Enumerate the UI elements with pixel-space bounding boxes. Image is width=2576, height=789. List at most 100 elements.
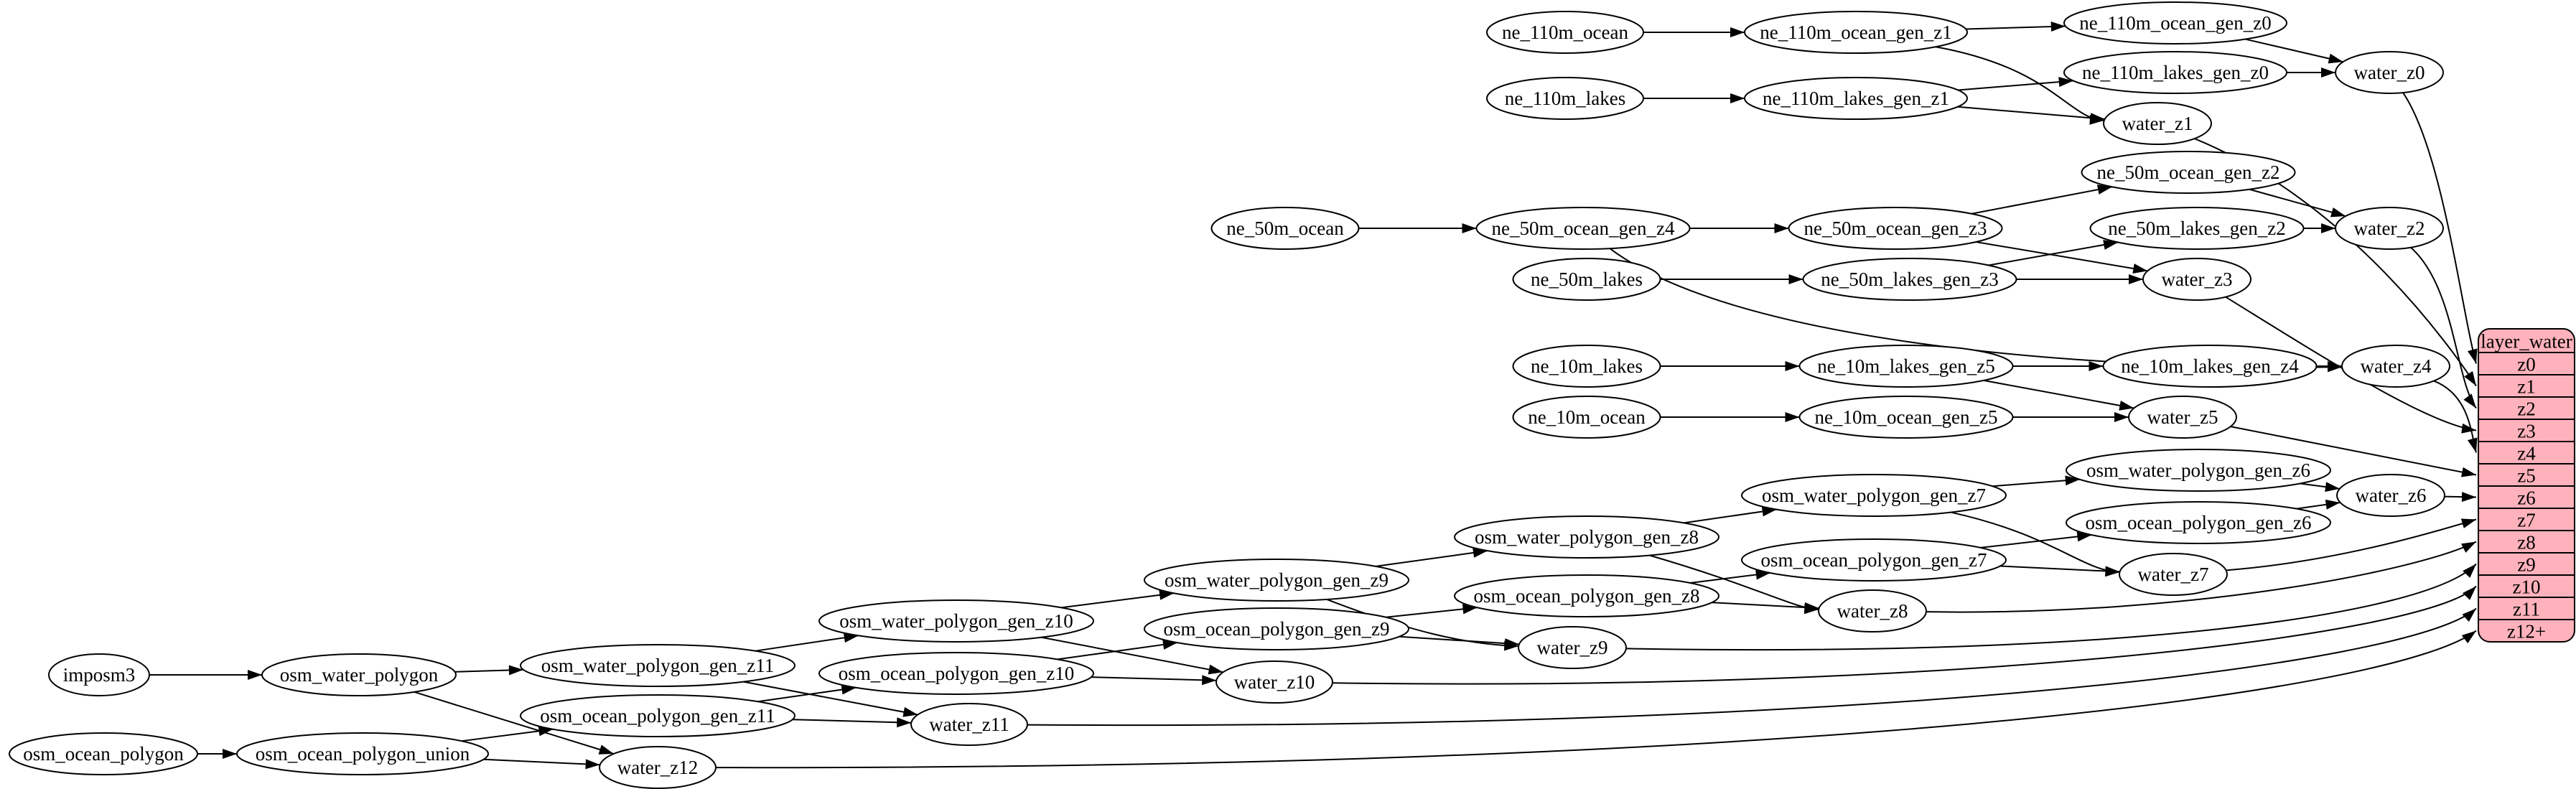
node-ellipse-ne_50m_ocean_gen_z4	[1475, 207, 1691, 250]
layer-water-record-title: layer_water	[2481, 331, 2572, 353]
layer-water-row-z4: z4	[2517, 443, 2536, 464]
node-layer: ne_110m_ocean ne_110m_ocean_gen_z1 ne_110m…	[9, 1, 2575, 789]
node-ellipse-ne_10m_lakes_gen_z4	[2102, 345, 2318, 388]
node-ellipse-water_z12	[599, 746, 717, 789]
node-water_z2: water_z2	[2335, 207, 2444, 250]
edge-ne_10m_lakes_gen_z5-to-water_z5	[1983, 379, 2134, 411]
node-water_z12: water_z12	[599, 746, 717, 789]
node-label-osm_water_polygon_gen_z11: osm_water_polygon_gen_z11	[541, 655, 774, 676]
edge-osm_ocean_polygon_union-to-water_z12	[483, 758, 600, 770]
node-label-ne_10m_lakes: ne_10m_lakes	[1531, 355, 1643, 377]
edge-osm_water_polygon_gen_z10-to-osm_water_polygon_gen_z9	[1060, 589, 1175, 609]
edge-water_z11-to-layer_water-z11	[1027, 607, 2477, 727]
node-label-water_z2: water_z2	[2354, 218, 2425, 239]
node-label-ne_50m_ocean_gen_z3: ne_50m_ocean_gen_z3	[1804, 218, 1987, 239]
edge-ne_110m_ocean_gen_z1-to-ne_110m_ocean_gen_z0	[1966, 22, 2066, 32]
node-ellipse-water_z1	[2103, 102, 2212, 145]
node-ne_50m_ocean: ne_50m_ocean	[1210, 207, 1360, 250]
edge-osm_ocean_polygon_gen_z9-to-water_z9	[1399, 635, 1520, 649]
node-label-ne_110m_lakes: ne_110m_lakes	[1505, 88, 1625, 109]
edge-ne_50m_ocean_gen_z3-to-water_z3	[1976, 241, 2148, 274]
layer-water-row-z9: z9	[2517, 554, 2535, 576]
node-ellipse-ne_10m_lakes	[1512, 345, 1661, 388]
layer-water-row-z0: z0	[2517, 354, 2535, 375]
edge-osm_ocean_polygon_gen_z8-to-osm_ocean_polygon_gen_z7	[1690, 569, 1770, 584]
node-ne_50m_lakes_gen_z2: ne_50m_lakes_gen_z2	[2089, 207, 2305, 250]
node-ne_110m_ocean_gen_z0: ne_110m_ocean_gen_z0	[2063, 1, 2287, 45]
node-ellipse-osm_water_polygon_gen_z10	[818, 599, 1094, 643]
node-label-water_z1: water_z1	[2122, 113, 2193, 134]
edge-water_z8-to-layer_water-z8	[1926, 541, 2477, 613]
node-label-water_z7: water_z7	[2138, 564, 2209, 585]
node-ellipse-water_z7	[2119, 553, 2228, 596]
node-osm_ocean_polygon_gen_z6: osm_ocean_polygon_gen_z6	[2066, 501, 2331, 544]
node-label-ne_10m_ocean: ne_10m_ocean	[1528, 406, 1646, 428]
node-label-osm_ocean_polygon_gen_z11: osm_ocean_polygon_gen_z11	[540, 705, 775, 727]
node-ellipse-osm_water_polygon	[261, 653, 457, 696]
node-label-osm_water_polygon_gen_z9: osm_water_polygon_gen_z9	[1165, 569, 1389, 591]
layer-water-record: layer_waterz0z1z2z3z4z5z6z7z8z9z10z11z12…	[2478, 328, 2575, 643]
node-ne_10m_lakes_gen_z4: ne_10m_lakes_gen_z4	[2102, 345, 2318, 388]
layer-water-row-z12+: z12+	[2507, 621, 2546, 643]
node-label-ne_50m_lakes_gen_z2: ne_50m_lakes_gen_z2	[2108, 218, 2285, 239]
node-ne_110m_ocean: ne_110m_ocean	[1486, 11, 1644, 54]
node-water_z0: water_z0	[2335, 51, 2444, 94]
node-ellipse-osm_ocean_polygon_gen_z6	[2066, 501, 2331, 544]
node-ellipse-osm_ocean_polygon_gen_z11	[520, 694, 795, 737]
edge-osm_ocean_polygon_gen_z8-to-water_z8	[1712, 602, 1819, 613]
node-ellipse-water_z10	[1215, 660, 1333, 704]
node-ellipse-ne_50m_lakes_gen_z3	[1802, 258, 2017, 301]
node-label-water_z4: water_z4	[2361, 355, 2432, 377]
node-ellipse-ne_50m_ocean	[1210, 207, 1360, 250]
node-osm_ocean_polygon_union: osm_ocean_polygon_union	[236, 732, 489, 775]
layer-water-row-z6: z6	[2517, 487, 2535, 509]
node-label-water_z8: water_z8	[1837, 600, 1908, 622]
node-ne_110m_ocean_gen_z1: ne_110m_ocean_gen_z1	[1744, 11, 1968, 54]
node-ellipse-ne_110m_lakes	[1486, 77, 1644, 120]
node-ellipse-water_z4	[2341, 345, 2450, 388]
node-osm_ocean_polygon_gen_z9: osm_ocean_polygon_gen_z9	[1144, 607, 1409, 650]
node-ne_50m_ocean_gen_z4: ne_50m_ocean_gen_z4	[1475, 207, 1691, 250]
edge-water_z2-to-layer_water-z2	[2410, 246, 2477, 409]
node-osm_ocean_polygon_gen_z7: osm_ocean_polygon_gen_z7	[1741, 538, 2007, 582]
node-label-water_z6: water_z6	[2356, 485, 2427, 506]
edge-osm_water_polygon-to-osm_water_polygon_gen_z11	[454, 665, 523, 676]
node-label-osm_water_polygon_gen_z10: osm_water_polygon_gen_z10	[839, 610, 1073, 632]
node-ellipse-ne_50m_lakes	[1512, 258, 1661, 301]
node-osm_ocean_polygon_gen_z8: osm_ocean_polygon_gen_z8	[1454, 574, 1719, 617]
node-water_z6: water_z6	[2336, 474, 2445, 517]
layer-water-row-z1: z1	[2517, 376, 2535, 398]
node-label-osm_ocean_polygon_gen_z7: osm_ocean_polygon_gen_z7	[1761, 549, 1987, 571]
node-ellipse-ne_110m_ocean	[1486, 11, 1644, 54]
node-ellipse-osm_water_polygon_gen_z7	[1741, 474, 2007, 517]
node-label-water_z10: water_z10	[1234, 671, 1315, 693]
edge-water_z4-to-layer_water-z4	[2433, 380, 2478, 453]
node-label-ne_10m_lakes_gen_z5: ne_10m_lakes_gen_z5	[1817, 355, 1994, 377]
node-osm_water_polygon_gen_z11: osm_water_polygon_gen_z11	[520, 644, 795, 687]
edge-osm_ocean_polygon_gen_z7-to-osm_ocean_polygon_gen_z6	[1980, 531, 2092, 548]
node-osm_water_polygon: osm_water_polygon	[261, 653, 457, 696]
node-osm_ocean_polygon_gen_z10: osm_ocean_polygon_gen_z10	[818, 652, 1094, 695]
node-ellipse-osm_ocean_polygon_gen_z7	[1741, 538, 2007, 582]
edge-osm_water_polygon_gen_z11-to-water_z11	[743, 681, 918, 717]
node-ellipse-imposm3	[48, 653, 150, 696]
edge-osm_ocean_polygon_gen_z6-to-water_z6	[2296, 499, 2341, 510]
node-ellipse-ne_110m_ocean_gen_z0	[2063, 1, 2287, 45]
edge-osm_water_polygon_gen_z11-to-osm_water_polygon_gen_z10	[755, 632, 859, 652]
edge-ne_50m_ocean_gen_z3-to-ne_50m_ocean_gen_z2	[1971, 185, 2113, 215]
edge-osm_water_polygon_gen_z9-to-osm_water_polygon_gen_z8	[1375, 547, 1488, 567]
node-ellipse-ne_50m_ocean_gen_z3	[1788, 207, 2003, 250]
node-ellipse-water_z8	[1818, 589, 1927, 632]
node-ellipse-water_z9	[1518, 626, 1627, 669]
edge-osm_ocean_polygon_gen_z9-to-osm_ocean_polygon_gen_z8	[1386, 604, 1478, 618]
node-label-osm_ocean_polygon_gen_z8: osm_ocean_polygon_gen_z8	[1474, 585, 1700, 607]
node-ne_10m_lakes_gen_z5: ne_10m_lakes_gen_z5	[1798, 345, 2014, 388]
node-ellipse-water_z5	[2128, 396, 2237, 439]
node-water_z4: water_z4	[2341, 345, 2450, 388]
node-ellipse-osm_ocean_polygon_gen_z8	[1454, 574, 1719, 617]
edge-water_z7-to-layer_water-z7	[2226, 518, 2477, 571]
node-label-osm_water_polygon_gen_z7: osm_water_polygon_gen_z7	[1762, 485, 1986, 506]
node-label-osm_ocean_polygon_union: osm_ocean_polygon_union	[256, 743, 470, 765]
